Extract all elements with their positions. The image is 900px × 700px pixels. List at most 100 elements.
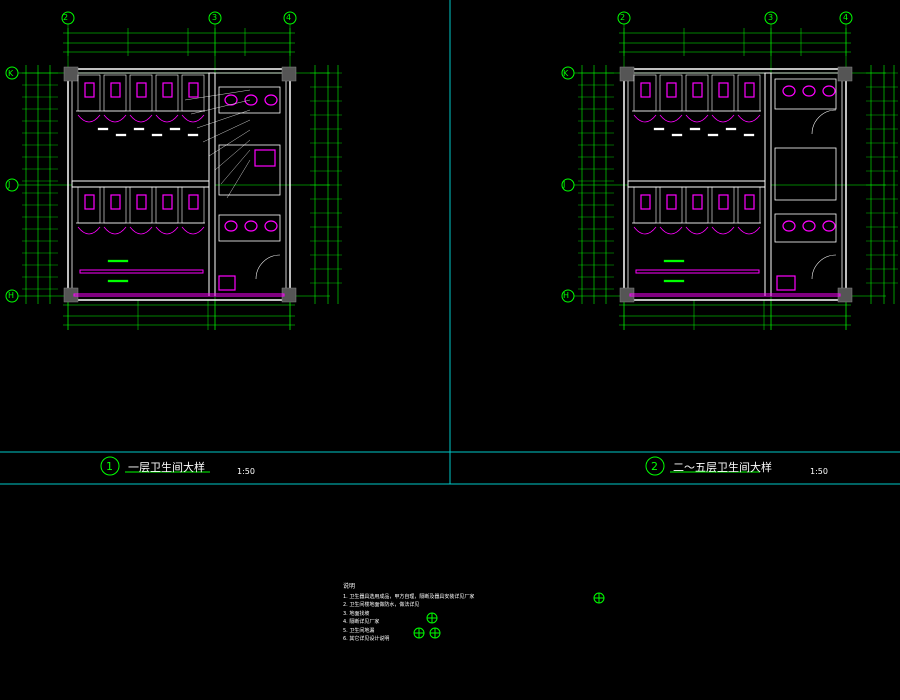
grid-label-top-2b: 2: [620, 13, 626, 22]
toilet-fixture: [84, 194, 95, 210]
leader-line: [208, 129, 251, 157]
washbasin: [264, 220, 278, 232]
mop-sink: [218, 275, 236, 291]
washbasin: [244, 220, 258, 232]
annotation-mark: [115, 133, 127, 137]
toilet-stall: [181, 74, 205, 112]
grid-label-top-3b: 3: [768, 13, 774, 22]
room: [774, 147, 837, 201]
sink-counter: [774, 213, 837, 243]
mop-sink: [776, 275, 796, 291]
toilet-stall: [659, 74, 683, 112]
toilet-fixture: [162, 194, 173, 210]
trough: [79, 269, 204, 274]
notes-heading: 说明: [343, 583, 356, 590]
toilet-fixture: [136, 194, 147, 210]
drawing-scale-2: 1:50: [810, 467, 828, 476]
sink-counter: [218, 86, 281, 114]
washbasin: [224, 220, 238, 232]
toilet-fixture: [640, 82, 651, 98]
washbasin: [782, 220, 796, 232]
partition-wall: [71, 180, 210, 188]
washbasin: [822, 220, 836, 232]
toilet-fixture: [692, 194, 703, 210]
door-swing: [155, 114, 179, 123]
note-item: 5. 卫生间地漏: [343, 627, 375, 634]
door-swing: [633, 226, 657, 235]
toilet-stall: [737, 186, 761, 224]
note-item: 3. 地面找坡: [343, 610, 370, 617]
sink-counter: [774, 78, 837, 110]
toilet-stall: [181, 186, 205, 224]
toilet-stall: [633, 186, 657, 224]
door-swing: [103, 114, 127, 123]
annotation-mark: [133, 127, 145, 131]
grid-label-left-J: J: [8, 180, 11, 189]
grid-label-top-4b: 4: [843, 13, 849, 22]
washbasin: [802, 85, 816, 97]
door-swing: [77, 114, 101, 123]
general-notes: 说明 1. 卫生器具选用成品，甲方自理，隔断及器具安装详见厂家 2. 卫生间楼地…: [343, 583, 474, 644]
sink-counter: [218, 214, 281, 242]
toilet-stall: [659, 186, 683, 224]
door-swing: [633, 114, 657, 123]
toilet-stall: [633, 74, 657, 112]
note-item: 4. 隔断详见厂家: [343, 619, 380, 625]
drawing-number-circle-2: [645, 456, 665, 476]
annotation-mark: [97, 127, 109, 131]
grid-label-left-Kb: K: [563, 69, 569, 78]
door-swing: [103, 226, 127, 235]
drawing-scale-1: 1:50: [237, 467, 255, 476]
column: [837, 66, 853, 82]
toilet-fixture: [188, 82, 199, 98]
toilet-fixture: [136, 82, 147, 98]
washbasin: [244, 94, 258, 106]
floor-plan-1: [5, 11, 342, 330]
toilet-stall: [103, 74, 127, 112]
note-item: 6. 其它详见设计说明: [343, 636, 390, 642]
toilet-stall: [711, 74, 735, 112]
door-swing: [155, 226, 179, 235]
note-item: 1. 卫生器具选用成品，甲方自理，隔断及器具安装详见厂家: [343, 593, 475, 600]
column: [63, 66, 79, 82]
toilet-stall: [685, 74, 709, 112]
column: [281, 66, 297, 82]
column: [281, 287, 297, 303]
washbasin: [802, 220, 816, 232]
accessible-room: [218, 144, 281, 196]
level-mark: [663, 259, 685, 263]
grid-label-top-3: 3: [212, 13, 218, 22]
trough: [635, 269, 760, 274]
door-swing: [811, 254, 837, 280]
toilet-fixture: [692, 82, 703, 98]
partition-wall: [764, 72, 772, 297]
toilet-fixture: [640, 194, 651, 210]
note-item: 2. 卫生间楼地面做防水，做法详见: [343, 602, 420, 608]
washbasin: [822, 85, 836, 97]
door-swing: [659, 114, 683, 123]
column: [63, 287, 79, 303]
grid-label-left-Hb: H: [563, 291, 570, 300]
annotation-mark: [151, 133, 163, 137]
door-swing: [737, 114, 761, 123]
grid-label-top-2: 2: [63, 13, 69, 22]
leader-line: [214, 139, 251, 171]
toilet-stall: [103, 186, 127, 224]
grid-label-left-Jb: J: [563, 180, 566, 189]
leader-line: [184, 89, 251, 101]
toilet-fixture: [188, 194, 199, 210]
notes-symbols: [413, 592, 605, 639]
toilet-stall: [155, 186, 179, 224]
door-swing: [737, 226, 761, 235]
toilet-fixture: [162, 82, 173, 98]
annotation-mark: [671, 133, 683, 137]
door-swing: [659, 226, 683, 235]
door-swing: [129, 226, 153, 235]
door-swing: [685, 114, 709, 123]
leader-line: [220, 149, 251, 185]
annotation-mark: [187, 133, 199, 137]
toilet-stall: [77, 186, 101, 224]
grid-label-left-H: H: [8, 291, 15, 300]
drawing-number-2: 2: [651, 460, 658, 473]
